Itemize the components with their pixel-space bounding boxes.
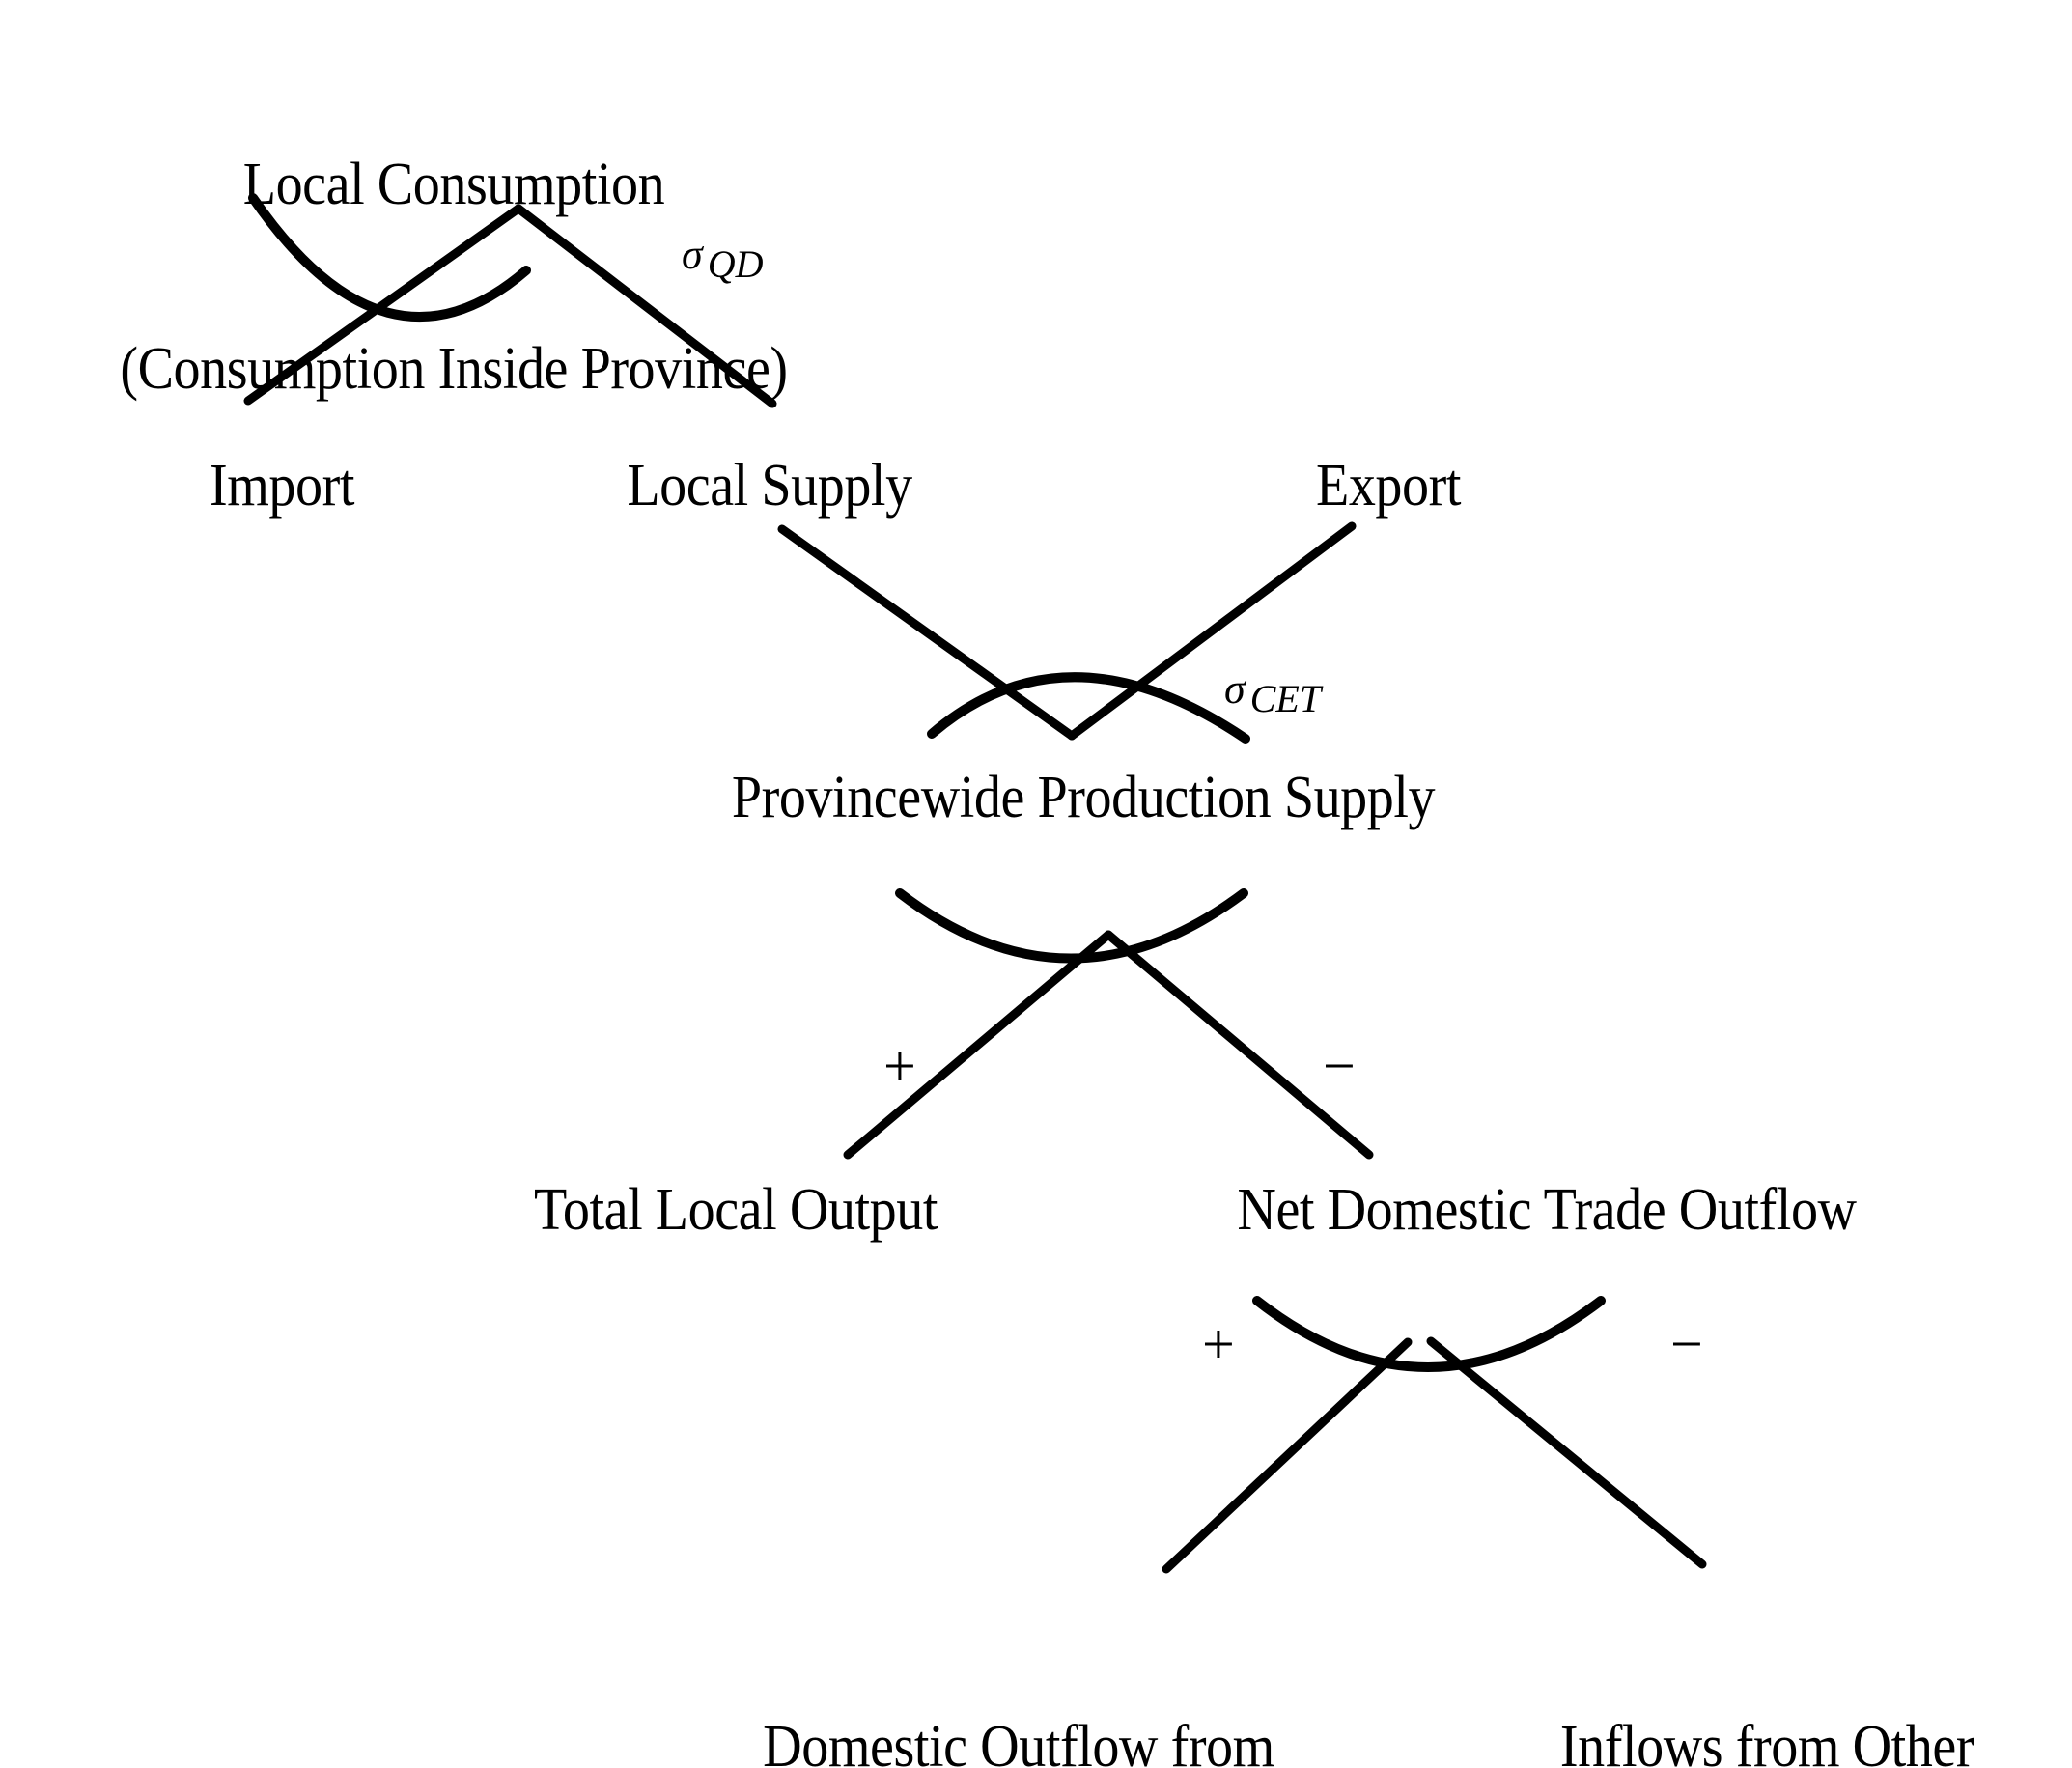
sigma-subscript-qd: QD bbox=[707, 241, 764, 286]
cet-arc bbox=[927, 672, 1250, 744]
node3-minus-sign: − bbox=[1323, 1034, 1356, 1098]
node4-arc bbox=[1252, 1296, 1606, 1372]
node4-plus-sign: + bbox=[1202, 1312, 1235, 1376]
node-label-export: Export bbox=[1315, 453, 1462, 519]
node3-branch-left bbox=[843, 930, 1113, 1160]
inflows-line-1: Inflows from Other bbox=[1559, 1713, 1974, 1768]
node-label-domestic-outflow-other-provinces: Domestic Outflow from Other Provinces bbox=[763, 1593, 1274, 1768]
node-label-total-local-output: Total Local Output bbox=[534, 1177, 938, 1243]
node4-branch-left bbox=[1162, 1337, 1413, 1574]
node-label-import: Import bbox=[209, 453, 355, 519]
node3-arc bbox=[895, 888, 1248, 964]
node-label-inflows-other-provinces: Inflows from Other Provinces bbox=[1560, 1593, 1974, 1768]
node4-minus-sign: − bbox=[1670, 1312, 1703, 1376]
node-label-net-domestic-trade-outflow: Net Domestic Trade Outflow bbox=[1237, 1177, 1857, 1243]
node4-branch-right bbox=[1426, 1336, 1707, 1569]
node3-plus-sign: + bbox=[883, 1034, 916, 1098]
qd-arc bbox=[248, 193, 531, 322]
sigma-symbol-cet: σ bbox=[1224, 665, 1246, 713]
qd-branch-right bbox=[514, 204, 777, 408]
qd-branch-left bbox=[243, 204, 523, 406]
cet-branch-left bbox=[777, 524, 1077, 741]
sigma-subscript-cet: CET bbox=[1249, 676, 1322, 720]
node-label-local-consumption: Local Consumption (Consumption Inside Pr… bbox=[120, 31, 788, 524]
node-label-local-supply: Local Supply bbox=[627, 453, 912, 519]
local-consumption-line-2: (Consumption Inside Province) bbox=[120, 336, 788, 403]
cet-branch-right bbox=[1067, 521, 1357, 741]
local-consumption-line-1: Local Consumption bbox=[242, 151, 665, 217]
sigma-symbol-qd: σ bbox=[682, 231, 703, 278]
domestic-outflow-line-1: Domestic Outflow from bbox=[763, 1713, 1274, 1768]
node3-branch-right bbox=[1104, 930, 1374, 1160]
node-label-provincewide-production-supply: Provincewide Production Supply bbox=[731, 765, 1436, 830]
